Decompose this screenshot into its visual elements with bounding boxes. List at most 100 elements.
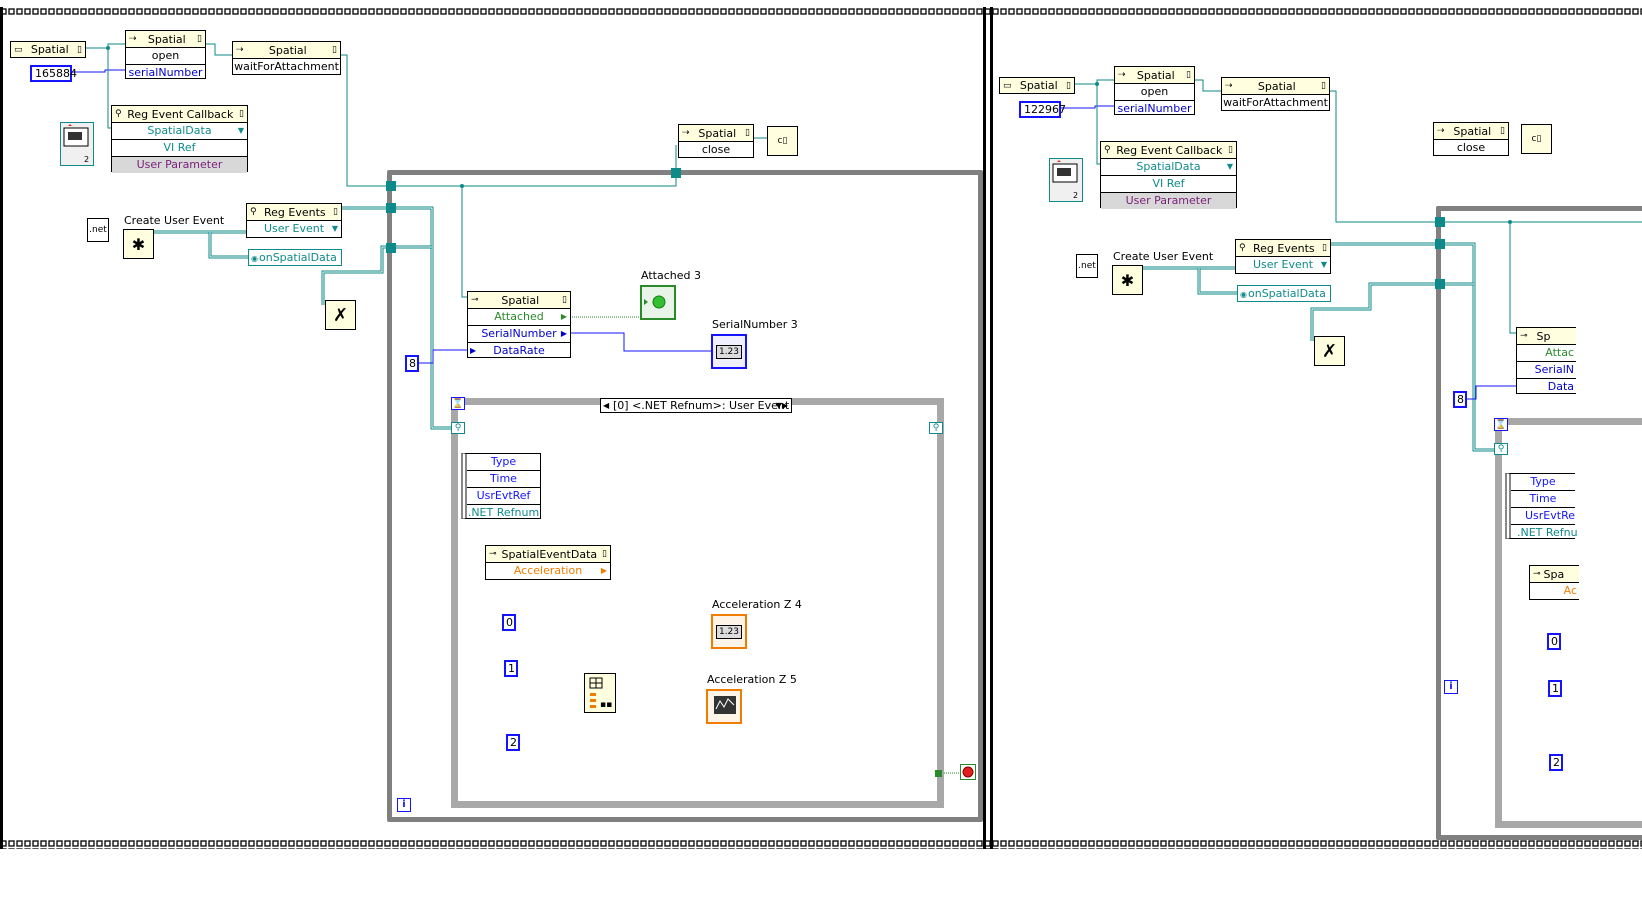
loop-tunnel: [1435, 279, 1445, 289]
user-parameter-terminal[interactable]: User Parameter: [112, 157, 247, 173]
while-loop-left[interactable]: [387, 170, 983, 822]
property-node-icon: ⊸: [1520, 331, 1528, 341]
on-spatial-data-constant-left[interactable]: ◉onSpatialData: [248, 249, 342, 266]
reg-event-callback-node-left[interactable]: ⚲Reg Event Callback▯ SpatialData▼ VI Ref…: [111, 105, 248, 173]
spatial-close-node-right[interactable]: ⇢Spatial▯ close: [1433, 122, 1509, 156]
spatial-event-data-node-right[interactable]: ⊸Spa Ac: [1529, 565, 1579, 600]
event-field-usr-evt-ref[interactable]: UsrEvtRe: [1511, 508, 1575, 525]
acceleration-z4-indicator-left[interactable]: 1.23: [711, 614, 747, 649]
index-constant-1-right[interactable]: 1: [1548, 680, 1562, 697]
attached-led-indicator-left[interactable]: [640, 285, 676, 320]
loop-tunnel: [1435, 217, 1445, 227]
serial-number-constant-right[interactable]: 122967: [1019, 101, 1066, 118]
dotnet-constant-icon-left[interactable]: .net: [87, 218, 109, 242]
vi-ref-terminal[interactable]: VI Ref: [1101, 176, 1236, 193]
on-spatial-data-constant-right[interactable]: ◉onSpatialData: [1237, 285, 1331, 302]
index-constant-2-left[interactable]: 2: [506, 734, 520, 751]
spatial-wait-node-left[interactable]: ⇢Spatial▯ waitForAttachment: [232, 41, 341, 75]
event-field-type[interactable]: Type: [1511, 474, 1575, 491]
param-serial-number[interactable]: serialNumber: [1117, 102, 1192, 115]
event-field-net-refnum[interactable]: .NET Refnum: [467, 506, 540, 519]
while-loop-right[interactable]: [1436, 206, 1642, 840]
property-data-rate[interactable]: ▶DataRate: [470, 344, 545, 357]
serial-number-constant-left[interactable]: 165884: [30, 65, 77, 82]
event-field-type[interactable]: Type: [467, 454, 540, 471]
acceleration-z5-chart-indicator-left[interactable]: [706, 689, 742, 724]
property-data-rate[interactable]: Data: [1547, 380, 1574, 393]
dotnet-badge-icon: ▯: [1066, 80, 1071, 91]
param-serial-number[interactable]: serialNumber: [128, 66, 203, 79]
create-event-icon: ✱: [1120, 270, 1135, 290]
event-field-net-refnum[interactable]: .NET Refnu: [1517, 526, 1578, 539]
invoke-node-icon: ⇢: [1118, 70, 1126, 80]
close-reference-icon-left[interactable]: c▯: [767, 126, 798, 156]
index-constant-1-left[interactable]: 1: [504, 660, 518, 677]
reg-events-user-event-row[interactable]: User Event▼: [1252, 258, 1327, 271]
event-case-selector-left[interactable]: ◀ [0] <.NET Refnum>: User Event ▼▶: [600, 398, 792, 413]
event-spatial-data[interactable]: SpatialData▼: [1101, 159, 1236, 176]
create-user-event-label-right: Create User Event: [1113, 250, 1214, 263]
property-acceleration[interactable]: Acceleration▶: [513, 564, 607, 577]
dotnet-constant-icon-right[interactable]: .net: [1076, 254, 1098, 278]
spatial-refnum-constant-left[interactable]: ▭ Spatial ▯: [10, 41, 86, 58]
index-constant-0-right[interactable]: 0: [1547, 633, 1561, 650]
reg-events-node-right[interactable]: ⚲Reg Events▯ User Event▼: [1235, 239, 1331, 274]
spatial-close-node-left[interactable]: ⇢Spatial▯ close: [678, 124, 754, 158]
event-spatial-data[interactable]: SpatialData▼: [112, 123, 247, 140]
event-field-time[interactable]: Time: [1511, 491, 1575, 508]
spatial-property-node-left[interactable]: ⊸Spatial▯ Attached▶ SerialNumber▶ ▶DataR…: [467, 291, 571, 358]
invoke-node-icon: ⇢: [682, 128, 690, 138]
vi-ref-terminal[interactable]: VI Ref: [112, 140, 247, 157]
property-serial-number[interactable]: SerialNumber▶: [468, 326, 570, 343]
spatial-event-data-node-left[interactable]: ⊸SpatialEventData▯ Acceleration▶: [485, 545, 611, 580]
event-data-node-right[interactable]: Type Time UsrEvtRe .NET Refnu: [1505, 473, 1578, 539]
index-constant-0-left[interactable]: 0: [502, 614, 516, 631]
reg-events-icon: ⚲: [1239, 243, 1246, 253]
serial-number-indicator-label-left: SerialNumber 3: [712, 318, 798, 331]
property-serial-number[interactable]: SerialN: [1517, 362, 1576, 379]
method-close[interactable]: close: [701, 143, 731, 156]
data-rate-constant-right[interactable]: 8: [1453, 391, 1467, 408]
vi-reference-icon-left[interactable]: 2: [60, 122, 94, 166]
destroy-user-event-icon-left[interactable]: ✗: [325, 300, 356, 330]
reg-events-user-event-row[interactable]: User Event▼: [263, 222, 338, 235]
data-rate-constant-left[interactable]: 8: [405, 355, 419, 372]
create-user-event-node-left[interactable]: ✱: [123, 229, 154, 259]
spatial-property-node-right[interactable]: ⊸Sp Attac SerialN Data: [1516, 327, 1576, 394]
spatial-open-node-left[interactable]: ⇢Spatial▯ open serialNumber: [125, 30, 206, 79]
create-user-event-label-left: Create User Event: [124, 214, 225, 227]
loop-stop-terminal-left[interactable]: [960, 764, 976, 780]
close-reference-icon-right[interactable]: c▯: [1521, 124, 1552, 154]
property-attached[interactable]: Attached▶: [468, 309, 570, 326]
refnum-icon: ▭: [14, 44, 23, 55]
event-field-time[interactable]: Time: [467, 471, 540, 488]
method-close[interactable]: close: [1456, 141, 1486, 154]
spatial-wait-node-right[interactable]: ⇢Spatial▯ waitForAttachment: [1221, 77, 1330, 111]
spatial-open-node-right[interactable]: ⇢Spatial▯ open serialNumber: [1114, 66, 1195, 115]
callback-icon: ⚲: [1104, 145, 1111, 155]
property-node-icon: ⊸: [471, 295, 479, 305]
spatial-refnum-constant-right[interactable]: ▭ Spatial ▯: [999, 77, 1075, 94]
property-acceleration[interactable]: Ac: [1563, 584, 1577, 597]
reg-events-node-left[interactable]: ⚲Reg Events▯ User Event▼: [246, 203, 342, 238]
method-open[interactable]: open: [1115, 84, 1194, 101]
method-open[interactable]: open: [126, 48, 205, 65]
event-data-node-left[interactable]: Type Time UsrEvtRef .NET Refnum: [461, 453, 541, 519]
index-array-node-left[interactable]: ▪▪: [584, 673, 616, 713]
event-field-usr-evt-ref[interactable]: UsrEvtRef: [467, 488, 540, 505]
property-attached[interactable]: Attac: [1517, 345, 1576, 362]
serial-number-indicator-left[interactable]: 1.23: [711, 334, 747, 369]
user-parameter-terminal[interactable]: User Parameter: [1101, 193, 1236, 209]
invoke-node-icon: ⇢: [129, 34, 137, 44]
reg-events-icon: ⚲: [250, 207, 257, 217]
vi-reference-icon-right[interactable]: 2: [1049, 158, 1083, 202]
method-wait-for-attachment[interactable]: waitForAttachment: [234, 60, 339, 73]
reg-event-callback-node-right[interactable]: ⚲Reg Event Callback▯ SpatialData▼ VI Ref…: [1100, 141, 1237, 209]
index-constant-2-right[interactable]: 2: [1549, 754, 1563, 771]
left-sequence-frame: [0, 7, 990, 849]
create-user-event-node-right[interactable]: ✱: [1112, 265, 1143, 295]
destroy-user-event-icon-right[interactable]: ✗: [1314, 336, 1345, 366]
dropdown-arrow-icon: ▼▶: [775, 401, 788, 410]
method-wait-for-attachment[interactable]: waitForAttachment: [1223, 96, 1328, 109]
